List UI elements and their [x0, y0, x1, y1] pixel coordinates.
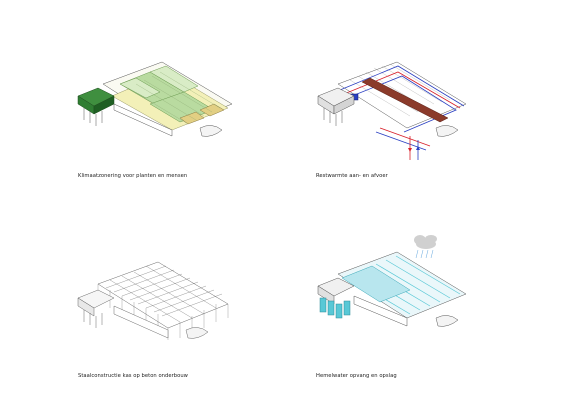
- concrete-plinth: [113, 305, 169, 339]
- ramp: [199, 125, 223, 137]
- water-tanks: [319, 297, 351, 319]
- steel-frame-lines: [105, 265, 223, 323]
- office-block-face: [333, 95, 355, 115]
- steel-structure-diagram: [77, 261, 229, 340]
- caption-residual-heat: Restwarmte aan- en afvoer: [316, 173, 388, 179]
- rain-drops: [415, 249, 434, 259]
- plant-zone-light-1: [149, 65, 199, 93]
- caption-steel-structure: Staalconstructie kas op beton onderbouw: [78, 373, 188, 379]
- ramp: [185, 327, 209, 339]
- plant-zone-light-2: [119, 77, 161, 99]
- arrow-blue: [416, 146, 420, 150]
- caption-rainwater: Hemelwater opvang en opslag: [316, 373, 397, 379]
- concrete-base-side: [77, 297, 95, 317]
- pipe-out-red: [379, 127, 431, 147]
- people-zone-amber-1: [179, 111, 205, 125]
- plinth: [353, 295, 408, 327]
- roof-grid: [127, 71, 221, 125]
- cloud-icon: [414, 235, 437, 249]
- arrow-red: [408, 148, 412, 152]
- structure-top-outline: [97, 261, 229, 329]
- caption-climate-zoning: Klimaatzonering voor planten en mensen: [78, 173, 188, 179]
- columns: [323, 108, 343, 126]
- rain-collection-zone: [341, 265, 411, 303]
- climate-zoning-diagram: [77, 61, 233, 137]
- heat-supply-line: [339, 65, 465, 107]
- plinth: [113, 103, 173, 137]
- columns: [83, 108, 103, 126]
- ramp: [435, 125, 459, 137]
- residual-heat-diagram: [317, 61, 467, 160]
- columns: [83, 310, 103, 328]
- heat-return-line: [343, 71, 461, 109]
- people-zone-amber-2: [199, 103, 225, 117]
- rainwater-diagram: [317, 235, 467, 327]
- ramp: [435, 315, 459, 327]
- heat-collector-bar: [361, 77, 449, 123]
